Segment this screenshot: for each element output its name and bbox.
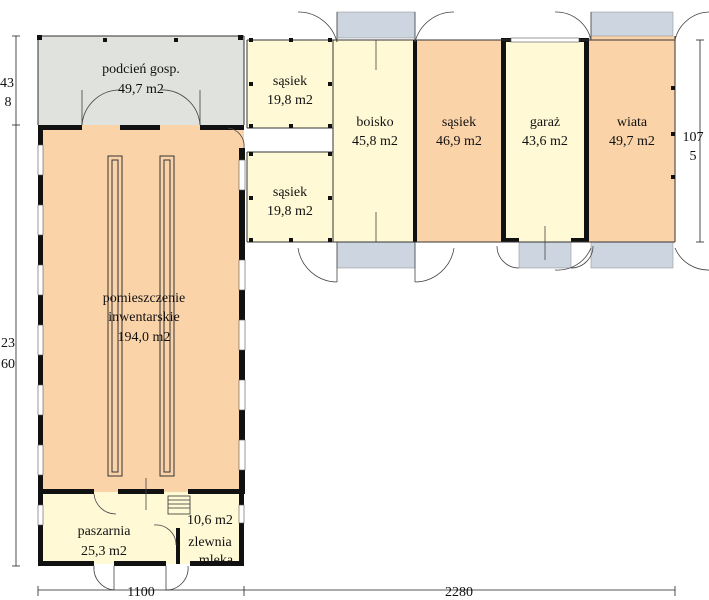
garaz-area bbox=[501, 40, 589, 242]
sasiek-right-area-label: 46,9 m2 bbox=[436, 134, 482, 149]
door-pad bbox=[336, 11, 416, 39]
door-pad bbox=[590, 11, 674, 37]
sasiek-top-area bbox=[247, 40, 333, 128]
garaz-name: garaż bbox=[530, 115, 560, 130]
dim-left-top-1: 43 bbox=[0, 76, 14, 91]
sasiek-top-name: sąsiek bbox=[273, 74, 307, 89]
boisko-name: boisko bbox=[356, 115, 393, 130]
windows bbox=[37, 37, 580, 526]
wiata-area-label: 49,7 m2 bbox=[609, 134, 655, 149]
sasiek-bottom-name: sąsiek bbox=[273, 185, 307, 200]
podcien-area bbox=[38, 36, 244, 125]
door-pad bbox=[590, 241, 674, 269]
sasiek-right-area bbox=[417, 40, 501, 242]
posts bbox=[37, 35, 675, 242]
dim-bottom-left: 1100 bbox=[127, 585, 154, 600]
wiata-area bbox=[589, 36, 675, 242]
garaz-area-label: 43,6 m2 bbox=[522, 134, 568, 149]
dim-bottom-right: 2280 bbox=[445, 585, 473, 600]
paszarnia-area-label: 25,3 m2 bbox=[81, 544, 127, 559]
pomieszczenie-area bbox=[38, 125, 244, 492]
dim-right-1: 107 bbox=[683, 130, 704, 145]
dim-left-main-2: 60 bbox=[1, 357, 15, 372]
boisko-area bbox=[333, 40, 417, 242]
sasiek-bottom-area bbox=[247, 152, 333, 242]
boisko-area-label: 45,8 m2 bbox=[352, 134, 398, 149]
paszarnia-name: paszarnia bbox=[78, 524, 132, 539]
paszarnia-area bbox=[38, 492, 244, 564]
dim-right-2: 5 bbox=[690, 149, 697, 164]
door-swings bbox=[81, 11, 709, 591]
stairs bbox=[167, 495, 191, 515]
sasiek-top-area-label: 19,8 m2 bbox=[267, 93, 313, 108]
pomieszczenie-area-label: 194,0 m2 bbox=[118, 330, 171, 345]
door-pad bbox=[336, 241, 416, 269]
sasiek-right-name: sąsiek bbox=[442, 115, 476, 130]
zlewnia-name-1: zlewnia bbox=[188, 535, 232, 550]
pomieszczenie-name-2: inwentarskie bbox=[108, 310, 180, 325]
pomieszczenie-name-1: pomieszczenie bbox=[103, 291, 185, 306]
thin-outlines bbox=[37, 35, 676, 243]
podcien-name: podcień gosp. bbox=[102, 62, 180, 77]
zlewnia-area-label: 10,6 m2 bbox=[187, 513, 233, 528]
dim-left-main-1: 23 bbox=[1, 336, 15, 351]
wiata-name: wiata bbox=[617, 115, 648, 130]
podcien-area-label: 49,7 m2 bbox=[118, 82, 164, 97]
dim-left-top-2: 8 bbox=[5, 95, 12, 110]
sasiek-bottom-area-label: 19,8 m2 bbox=[267, 204, 313, 219]
dimension-lines bbox=[12, 35, 704, 596]
zlewnia-name-2: mleka bbox=[199, 553, 234, 568]
feeding-troughs bbox=[107, 155, 175, 477]
